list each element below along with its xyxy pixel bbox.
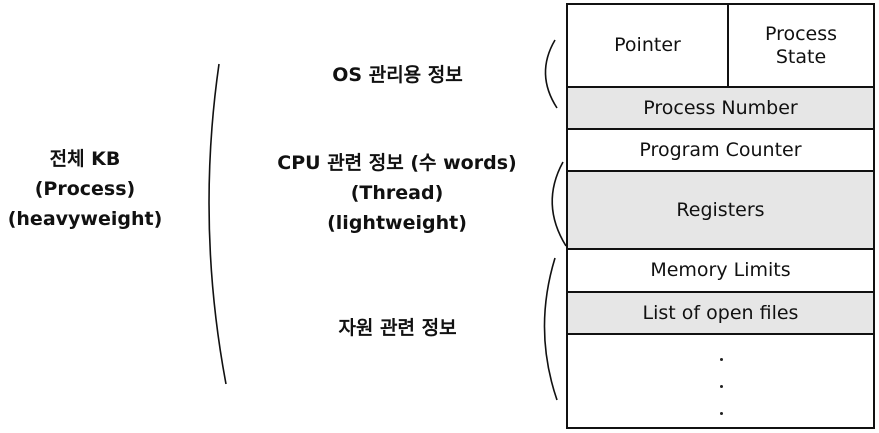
process-scope-line-3: (heavyweight) xyxy=(7,208,163,230)
pcb-registers-text: Registers xyxy=(676,198,765,221)
pcb-process-state-cell: Process State xyxy=(729,5,873,86)
pcb-open-files: List of open files xyxy=(568,293,873,335)
cpu-info-line-1: CPU 관련 정보 (수 words) xyxy=(277,152,517,174)
pcb-more-fields xyxy=(568,335,873,427)
pcb-process-state-line-2: State xyxy=(775,45,827,68)
os-info-line-1: OS 관리용 정보 xyxy=(332,64,463,86)
cpu-info-label: CPU 관련 정보 (수 words) (Thread) (lightweigh… xyxy=(258,148,536,238)
pcb-registers: Registers xyxy=(568,172,873,250)
process-scope-line-1: 전체 KB xyxy=(49,148,121,170)
cpu-info-bracket xyxy=(551,161,567,247)
resource-info-bracket xyxy=(543,257,558,401)
pcb-row-pointer-state: Pointer Process State xyxy=(568,5,873,88)
pcb-program-counter: Program Counter xyxy=(568,130,873,172)
resource-info-label: 자원 관련 정보 xyxy=(300,313,495,343)
ellipsis-dot xyxy=(720,412,723,415)
pcb-process-number: Process Number xyxy=(568,88,873,130)
cpu-info-line-2: (Thread) xyxy=(350,182,444,204)
pcb-memory-limits: Memory Limits xyxy=(568,250,873,293)
process-control-block: Pointer Process State Process Number Pro… xyxy=(566,3,875,429)
pcb-program-counter-text: Program Counter xyxy=(639,138,802,161)
os-info-bracket xyxy=(544,39,558,109)
ellipsis-dot xyxy=(720,358,723,361)
pcb-pointer-text: Pointer xyxy=(614,34,681,56)
pcb-process-state-line-1: Process xyxy=(764,22,838,45)
process-bracket xyxy=(208,63,227,385)
process-scope-line-2: (Process) xyxy=(34,178,136,200)
os-info-label: OS 관리용 정보 xyxy=(290,60,505,90)
pcb-pointer-cell: Pointer xyxy=(568,5,729,86)
pcb-process-number-text: Process Number xyxy=(643,96,798,119)
ellipsis-dot xyxy=(720,385,723,388)
resource-info-line-1: 자원 관련 정보 xyxy=(338,317,457,339)
pcb-memory-limits-text: Memory Limits xyxy=(650,259,791,281)
process-scope-label: 전체 KB (Process) (heavyweight) xyxy=(0,144,170,234)
cpu-info-line-3: (lightweight) xyxy=(327,212,467,234)
pcb-open-files-text: List of open files xyxy=(642,301,799,324)
